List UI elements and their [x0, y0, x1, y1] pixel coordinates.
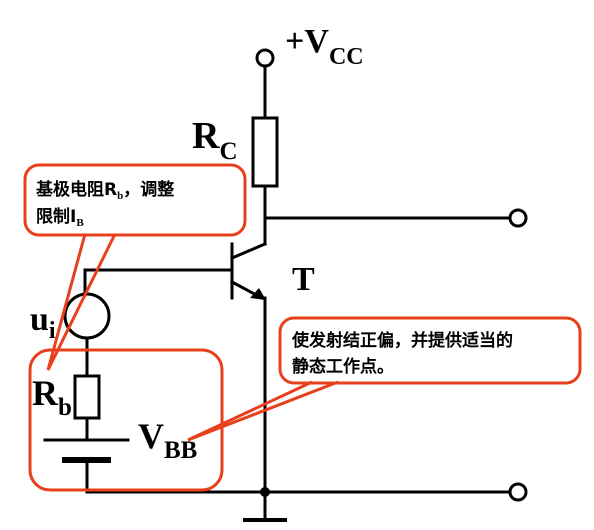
vbb-callout-pointer-b — [187, 380, 339, 442]
vbb-callout-pointer-a — [187, 380, 313, 442]
rb-resistor — [73, 374, 101, 420]
ground-junction-dot — [260, 487, 270, 497]
vbb-callout-line1: 使发射结正偏，并提供适当的 — [291, 330, 513, 351]
vbb-callout-line2: 静态工作点。 — [292, 356, 394, 377]
vcc-label: +VCC — [285, 23, 364, 70]
rc-label: RC — [192, 115, 238, 165]
rb-callout-pointer-b — [46, 233, 87, 371]
vbb-callout-box — [278, 316, 582, 385]
ui-label: ui — [30, 301, 56, 344]
transistor-label: T — [292, 261, 315, 298]
base-bias-highlight-box — [28, 348, 224, 492]
emitter-arrow — [250, 288, 266, 300]
vcc-terminal — [255, 48, 275, 68]
output-terminal-top — [508, 208, 528, 228]
output-terminal-bottom — [508, 482, 528, 502]
rb-callout-pointer-a — [46, 233, 117, 371]
rc-resistor — [251, 116, 279, 188]
rb-callout-line1: 基极电阻Rb，调整 — [35, 179, 174, 202]
rb-callout-line2: 限制IB — [36, 206, 84, 229]
ui-source — [63, 292, 111, 340]
transistor-collector-lead — [230, 242, 267, 260]
rb-callout-box — [23, 163, 247, 237]
vbb-label: VBB — [138, 416, 197, 464]
rb-label: Rb — [32, 373, 72, 421]
